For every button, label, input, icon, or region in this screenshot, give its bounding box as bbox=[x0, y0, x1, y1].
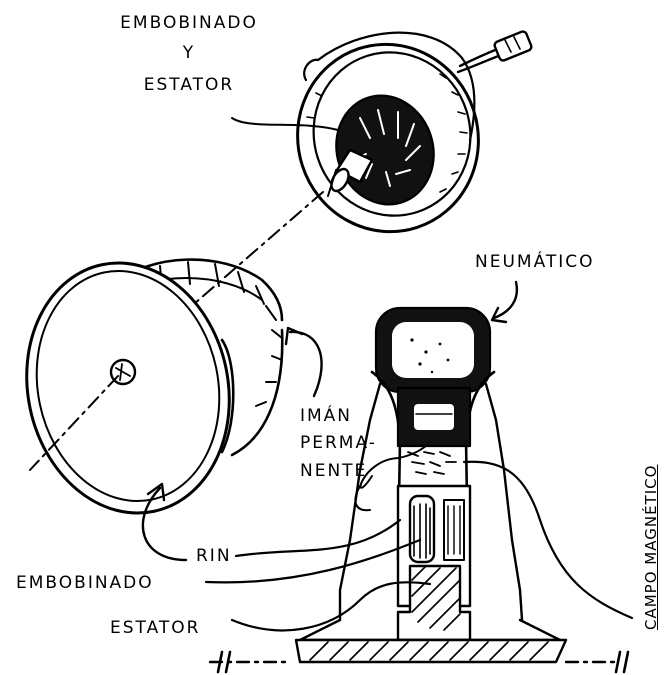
label-y: Y bbox=[182, 43, 196, 63]
label-estator-bottom: ESTATOR bbox=[110, 618, 201, 638]
leader-embobinado-top bbox=[231, 117, 339, 131]
stator-winding-assembly bbox=[296, 30, 533, 234]
label-iman-3: NENTE bbox=[300, 461, 368, 481]
label-rin: RIN bbox=[196, 546, 232, 566]
leader-iman bbox=[359, 445, 427, 489]
cross-section bbox=[208, 306, 630, 674]
arrow-rim-head bbox=[146, 482, 166, 502]
label-iman-2: PERMA- bbox=[300, 433, 377, 453]
arrow-magnet bbox=[288, 330, 323, 398]
label-campo-magnetico: CAMPO MAGNÉTICO bbox=[642, 464, 660, 630]
leader-campo bbox=[462, 460, 634, 620]
arrow-neumatico-head bbox=[490, 306, 508, 324]
arrow-rim bbox=[141, 486, 188, 562]
label-embobinado-bottom: EMBOBINADO bbox=[16, 573, 154, 593]
label-iman-1: IMÁN bbox=[300, 406, 353, 426]
wheel-assembly bbox=[25, 258, 284, 515]
leader-embobinado-bottom bbox=[204, 538, 422, 584]
leader-estator-bottom bbox=[230, 581, 432, 632]
label-estator-top: ESTATOR bbox=[143, 75, 235, 95]
arrow-neumatico bbox=[492, 280, 519, 320]
label-embobinado-top: EMBOBINADO bbox=[120, 13, 258, 33]
leader-rin bbox=[234, 518, 402, 558]
label-neumatico: NEUMÁTICO bbox=[475, 252, 595, 272]
arrow-magnet-head bbox=[284, 326, 304, 346]
